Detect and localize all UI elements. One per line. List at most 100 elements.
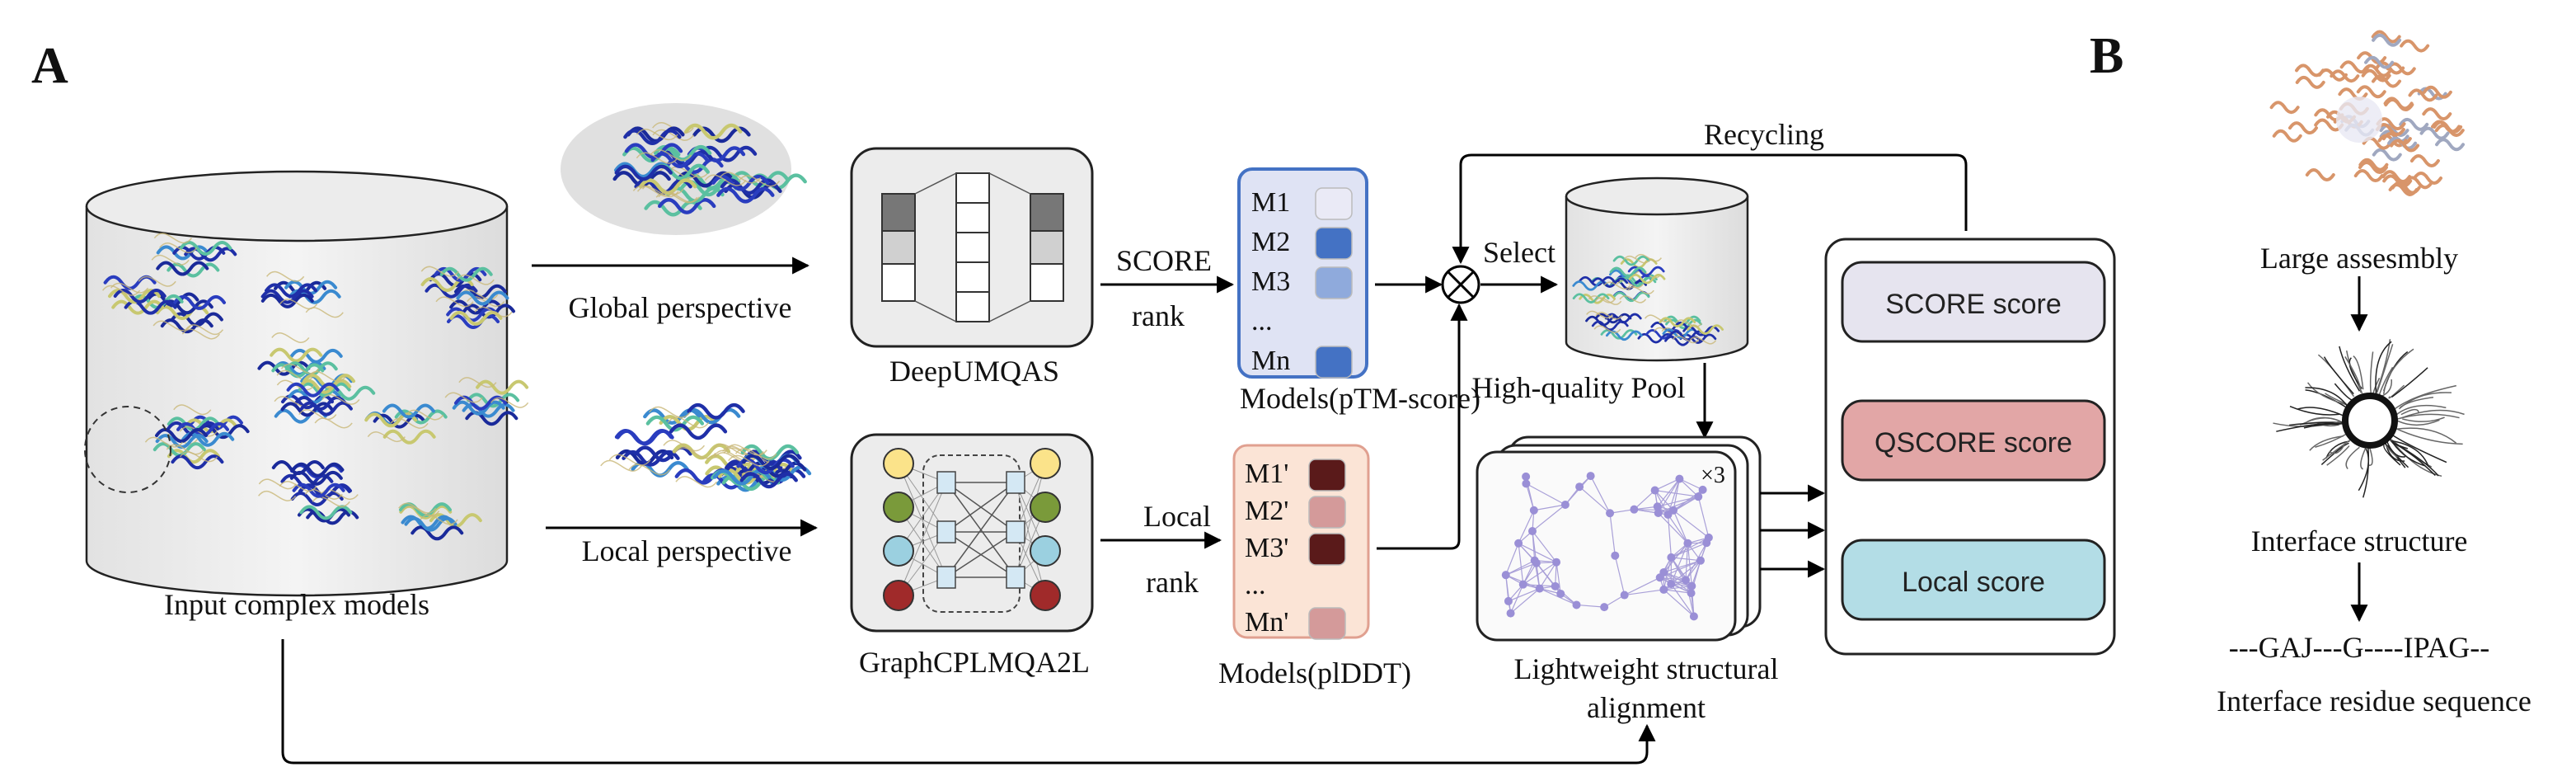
- protein-helix: [298, 382, 351, 398]
- graph-hidden-node: [936, 566, 956, 589]
- protein-coil: [652, 129, 695, 141]
- alignment-node: [1606, 509, 1615, 518]
- protein-helix: [1627, 266, 1665, 277]
- protein-coil: [266, 271, 305, 282]
- model-label: Mn': [1245, 607, 1288, 638]
- alignment-node: [1687, 589, 1696, 598]
- interface-sequence-label: Interface residue sequence: [2217, 685, 2531, 718]
- protein-helix: [614, 429, 673, 445]
- protein-coil: [390, 417, 429, 429]
- alignment-node: [1653, 502, 1662, 511]
- protein-helix: [108, 289, 162, 304]
- protein-coil: [276, 369, 315, 381]
- graphcpl-network: [850, 433, 1094, 633]
- protein-helix: [449, 310, 503, 326]
- protein-coil: [728, 454, 770, 467]
- protein-helix: [292, 482, 345, 498]
- input-models-cylinder: [84, 170, 529, 597]
- protein-coil: [1593, 325, 1621, 333]
- protein-coil: [632, 185, 675, 197]
- protein-coil: [600, 459, 642, 472]
- graph-node: [883, 492, 914, 523]
- protein-helix: [167, 449, 220, 464]
- recycling-label: Recycling: [1704, 118, 1824, 151]
- protein-helix: [1665, 318, 1702, 330]
- model-score-swatch: [1315, 266, 1353, 299]
- score-rank-label: rank: [1132, 299, 1185, 332]
- protein-helix: [739, 472, 798, 489]
- protein-coil: [444, 392, 483, 403]
- protein-helix: [382, 429, 436, 445]
- protein-coil: [271, 332, 310, 343]
- models-plddt-box: M1'M2'M3'...Mn': [1232, 444, 1370, 640]
- protein-coil: [406, 409, 444, 421]
- protein-helix: [156, 261, 209, 276]
- protein-helix: [1687, 324, 1724, 335]
- protein-coil: [321, 393, 360, 405]
- alignment-node: [1551, 581, 1560, 591]
- protein-helix: [1609, 266, 1647, 278]
- alignment-node: [1696, 556, 1705, 565]
- local-score-box: [1841, 539, 2106, 621]
- model-label: M1': [1245, 459, 1288, 489]
- alignment-node: [1683, 539, 1692, 548]
- protein-coil: [1623, 255, 1651, 264]
- alignment-node: [1659, 585, 1668, 594]
- protein-helix: [449, 299, 503, 315]
- model-label: M3: [1251, 266, 1290, 297]
- protein-helix: [658, 198, 716, 214]
- deepumqas-label: DeepUMQAS: [889, 355, 1059, 388]
- protein-coil: [110, 282, 149, 294]
- local-perspective-label: Local perspective: [582, 534, 792, 567]
- protein-helix: [1612, 291, 1650, 303]
- protein-coil: [312, 496, 350, 507]
- protein-coil: [258, 478, 297, 490]
- alignment-node: [1528, 527, 1537, 536]
- alignment-node: [1675, 474, 1684, 483]
- alignment-node: [1682, 576, 1691, 585]
- protein-coil: [704, 174, 747, 186]
- alignment-node: [1535, 584, 1544, 593]
- protein-coil: [628, 463, 671, 476]
- protein-helix: [622, 449, 680, 467]
- local-rank-label: rank: [1146, 566, 1199, 599]
- protein-coil: [185, 324, 224, 336]
- alignment-node: [1586, 472, 1595, 481]
- protein-helix: [286, 382, 340, 398]
- protein-coil: [1619, 295, 1647, 304]
- protein-coil: [636, 129, 678, 141]
- alignment-node: [1556, 589, 1565, 598]
- protein-coil: [307, 370, 347, 382]
- graph-hidden-node: [936, 520, 956, 543]
- protein-helix: [687, 402, 745, 420]
- protein-coil: [158, 242, 198, 253]
- protein-coil: [734, 448, 777, 460]
- protein-helix: [1605, 330, 1643, 341]
- protein-coil: [1627, 286, 1654, 294]
- alignment-node: [1620, 591, 1629, 600]
- protein-coil: [719, 172, 762, 184]
- alignment-node: [1532, 558, 1541, 567]
- alignment-label-line2: alignment: [1587, 691, 1706, 724]
- models-ptm-label: Models(pTM-score): [1240, 382, 1480, 415]
- protein-helix: [614, 164, 673, 181]
- protein-coil: [1675, 319, 1702, 327]
- model-score-swatch: [1315, 187, 1353, 220]
- protein-coil: [298, 409, 337, 421]
- alignment-node: [1654, 508, 1663, 517]
- graph-hidden-node: [1006, 566, 1025, 589]
- protein-helix: [273, 360, 326, 376]
- protein-coil: [401, 506, 440, 517]
- panel-label-a: A: [31, 38, 68, 94]
- protein-helix: [260, 293, 314, 308]
- protein-helix: [1659, 317, 1696, 327]
- protein-coil: [675, 476, 718, 488]
- score-score-label: SCORE score: [1885, 289, 2062, 320]
- protein-helix: [373, 413, 426, 429]
- cross-circle-icon: [1441, 265, 1480, 304]
- protein-helix: [280, 402, 334, 417]
- protein-helix: [172, 294, 226, 310]
- protein-helix: [394, 409, 448, 425]
- model-label: Mn: [1251, 346, 1290, 376]
